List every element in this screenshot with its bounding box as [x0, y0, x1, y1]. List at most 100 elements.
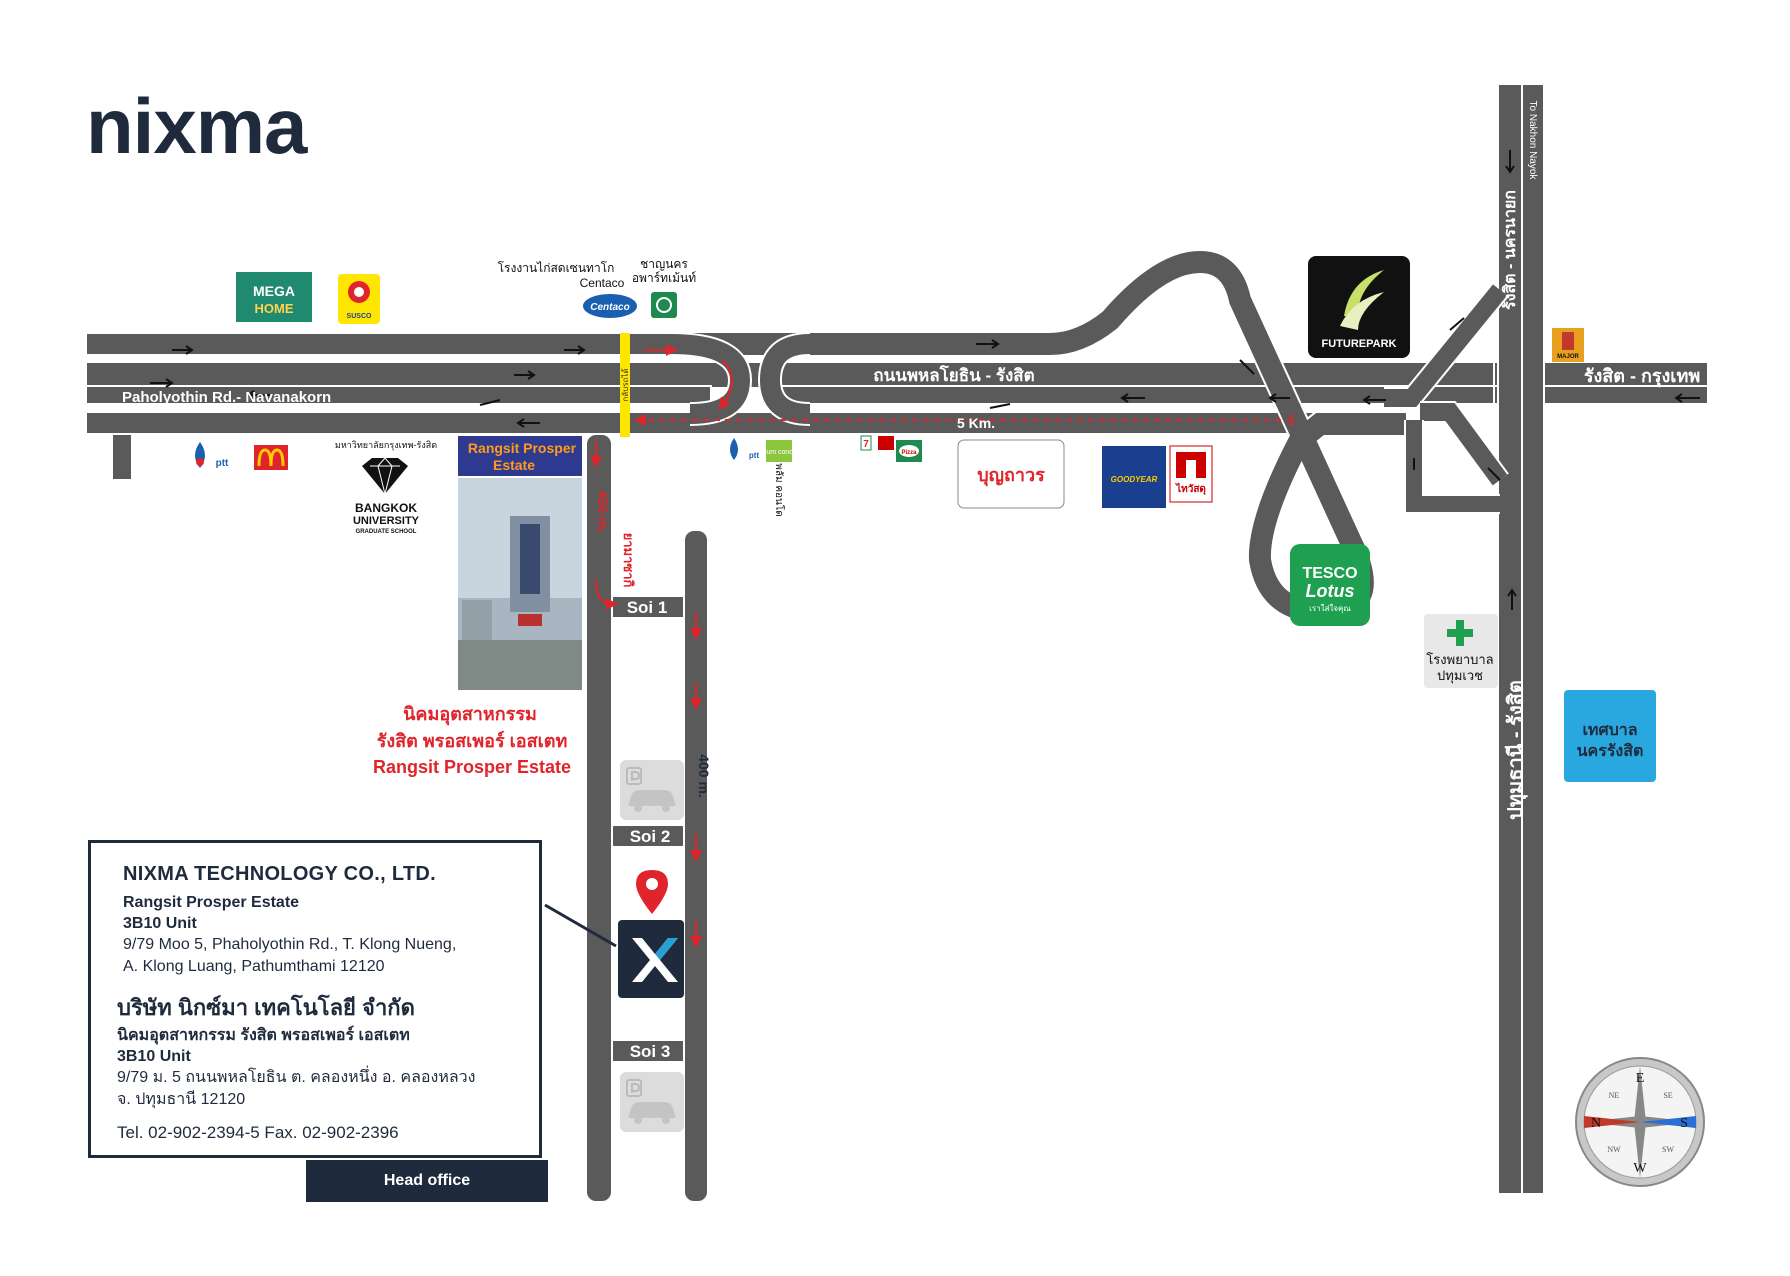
- logo-text: nixma: [86, 82, 308, 170]
- svg-text:มหาวิทยาลัยกรุงเทพ-รังสิต: มหาวิทยาลัยกรุงเทพ-รังสิต: [335, 440, 437, 451]
- svg-text:นิคมอุตสาหกรรม: นิคมอุตสาหกรรม: [403, 704, 537, 726]
- nixma-x-marker[interactable]: [618, 920, 684, 998]
- svg-text:โรงงานไก่สดเซนทาโก: โรงงานไก่สดเซนทาโก: [498, 261, 615, 275]
- estate-label: นิคมอุตสาหกรรม รังสิต พรอสเพอร์ เอสเตท R…: [373, 704, 571, 777]
- route-path: [590, 344, 1293, 948]
- company-tel-fax[interactable]: Tel. 02-902-2394-5 Fax. 02-902-2396: [117, 1123, 399, 1142]
- location-pin-icon: [636, 870, 668, 914]
- svg-text:Centaco: Centaco: [590, 302, 629, 313]
- soi-2-label: Soi 2: [630, 827, 671, 846]
- distance-5km: 5 Km.: [957, 415, 995, 431]
- svg-text:BANGKOK: BANGKOK: [355, 501, 417, 515]
- company-name-en: NIXMA TECHNOLOGY CO., LTD.: [123, 863, 436, 885]
- megahome-logo: MEGA HOME: [236, 272, 312, 322]
- futurepark-logo: FUTUREPARK: [1308, 256, 1410, 358]
- goodyear-logo: GOODYEAR: [1102, 446, 1166, 508]
- vertical-road-right: [1521, 83, 1545, 1195]
- parking-icon: [620, 760, 684, 820]
- municipality-logo: เทศบาล นครรังสิต: [1564, 690, 1656, 782]
- svg-text:SW: SW: [1662, 1145, 1674, 1154]
- estate-photo: [458, 478, 582, 690]
- svg-text:SE: SE: [1663, 1091, 1672, 1100]
- nixma-logo: nixma: [86, 82, 309, 170]
- soi-road-left: [585, 433, 613, 1203]
- svg-text:NE: NE: [1609, 1091, 1620, 1100]
- road-right-bottom: [1493, 385, 1709, 405]
- svg-text:Rangsit Prosper Estate: Rangsit Prosper Estate: [373, 757, 571, 777]
- svg-text:อพาร์ทเม้นท์: อพาร์ทเม้นท์: [632, 271, 696, 285]
- centaco-logo: โรงงานไก่สดเซนทาโก Centaco Centaco: [498, 261, 637, 318]
- road-stub-left: [111, 433, 133, 481]
- major-logo: MAJOR: [1552, 328, 1584, 362]
- company-unit-th: 3B10 Unit: [117, 1048, 191, 1065]
- svg-text:W: W: [1633, 1161, 1647, 1176]
- svg-text:S: S: [1680, 1116, 1688, 1131]
- soi-1-label: Soi 1: [627, 598, 668, 617]
- distance-450m: 450 m.: [595, 490, 611, 534]
- boonthavorn-logo: บุญถาวร: [957, 439, 1065, 509]
- road-name-rangsit-nakhonnayok: รังสิต - นครนายก: [1501, 190, 1519, 310]
- svg-text:FUTUREPARK: FUTUREPARK: [1322, 338, 1397, 350]
- company-estate-th: นิคมอุตสาหกรรม รังสิต พรอสเพอร์ เอสเตท: [117, 1027, 410, 1044]
- company-unit-en: 3B10 Unit: [123, 915, 197, 932]
- road-arrows: [150, 150, 1700, 610]
- road-name-pathumthani-rangsit: ปทุมธานี - รังสิต: [1504, 680, 1528, 820]
- svg-text:Rangsit Prosper: Rangsit Prosper: [468, 440, 577, 456]
- company-name-th: บริษัท นิกซ์มา เทคโนโลยี จำกัด: [117, 995, 415, 1020]
- svg-text:Lotus: Lotus: [1306, 581, 1355, 601]
- pizza-logo: Pizza: [878, 436, 922, 462]
- hospital-logo: โรงพยาบาล ปทุมเวช: [1424, 614, 1498, 688]
- road-lane-bottom: [85, 411, 1407, 435]
- soi-3-label: Soi 3: [630, 1042, 671, 1061]
- soi-2-road: [611, 824, 685, 848]
- head-office-tab: Head office: [306, 1160, 548, 1202]
- ramps: [1384, 283, 1509, 514]
- u-turn-loops: [669, 332, 811, 426]
- svg-text:ptt: ptt: [216, 458, 229, 469]
- company-info-box: NIXMA TECHNOLOGY CO., LTD. Rangsit Prosp…: [88, 840, 542, 1158]
- svg-text:รังสิต พรอสเพอร์ เอสเตท: รังสิต พรอสเพอร์ เอสเตท: [377, 730, 568, 751]
- rps-sign: Rangsit Prosper Estate: [458, 436, 582, 476]
- svg-text:UNIVERSITY: UNIVERSITY: [353, 515, 420, 527]
- tesco-lotus-logo: TESCO Lotus เรา​ใส่​ใจ​คุณ: [1290, 544, 1370, 626]
- compass-icon: E W N S NE SE SW NW: [1575, 1057, 1705, 1187]
- svg-text:โรงพยาบาล: โรงพยาบาล: [1426, 652, 1493, 667]
- svg-text:นครรังสิต: นครรังสิต: [1577, 742, 1644, 760]
- road-lane-top-left: [85, 332, 677, 356]
- road-lane-third-left: [85, 385, 712, 405]
- bangkok-university-logo: มหาวิทยาลัยกรุงเทพ-รังสิต BANGKOK UNIVER…: [335, 440, 437, 535]
- svg-text:plum condo: plum condo: [761, 449, 797, 456]
- road-name-to-nakhon-nayok: To Nakhon Nayok: [1527, 101, 1538, 181]
- svg-text:GRADUATE SCHOOL: GRADUATE SCHOOL: [356, 529, 417, 535]
- svg-text:MEGA: MEGA: [253, 283, 295, 299]
- svg-text:TESCO: TESCO: [1302, 565, 1357, 582]
- chanyanakorn-logo: ชาญนคร อพาร์ทเม้นท์: [632, 257, 696, 318]
- svg-text:เรา​ใส่​ใจ​คุณ: เรา​ใส่​ใจ​คุณ: [1309, 604, 1351, 613]
- company-address-th-2: จ. ปทุมธานี 12120: [117, 1091, 246, 1108]
- company-address-th-1: 9/79 ม. 5 ถนนพหลโยธิน ต. คลองหนึ่ง อ. คล…: [117, 1069, 476, 1086]
- road-name-paholyothin-th: ถนนพหลโยธิน - รังสิต: [873, 365, 1034, 385]
- svg-text:Centaco: Centaco: [580, 276, 625, 290]
- svg-text:E: E: [1636, 1071, 1645, 1086]
- plum-condo-logo: plum condo พลัม คอนโด: [761, 440, 797, 517]
- company-address-en-2: A. Klong Luang, Pathumthami 12120: [123, 958, 385, 975]
- svg-text:NW: NW: [1607, 1145, 1621, 1154]
- yamazaki-label: ยามาซากิ: [621, 533, 636, 588]
- susco-logo: SUSCO: [338, 274, 380, 324]
- svg-text:Estate: Estate: [493, 457, 535, 473]
- svg-text:ปทุมเวช: ปทุมเวช: [1437, 668, 1483, 684]
- svg-text:7: 7: [863, 439, 869, 450]
- road-name-paholyothin-en: Paholyothin Rd.- Navanakorn: [122, 389, 331, 406]
- road-name-rangsit-bangkok: รังสิต - กรุงเทพ: [1584, 366, 1700, 388]
- company-estate-en: Rangsit Prosper Estate: [123, 894, 300, 911]
- svg-text:เทศบาล: เทศบาล: [1582, 722, 1637, 739]
- road-labels: Paholyothin Rd.- Navanakorn ถนนพหลโยธิน …: [122, 101, 1700, 820]
- soi-labels: Soi 1 Soi 2 Soi 3: [627, 598, 671, 1061]
- connector-line: [544, 903, 617, 948]
- mcdonalds-logo: [254, 445, 288, 470]
- svg-text:MAJOR: MAJOR: [1557, 354, 1579, 360]
- svg-text:GOODYEAR: GOODYEAR: [1111, 475, 1158, 484]
- company-address-en-1: 9/79 Moo 5, Phaholyothin Rd., T. Klong N…: [123, 936, 457, 953]
- ptt-logo-right: ptt: [730, 438, 759, 460]
- u-turn-note: กลับรถได้: [621, 368, 630, 401]
